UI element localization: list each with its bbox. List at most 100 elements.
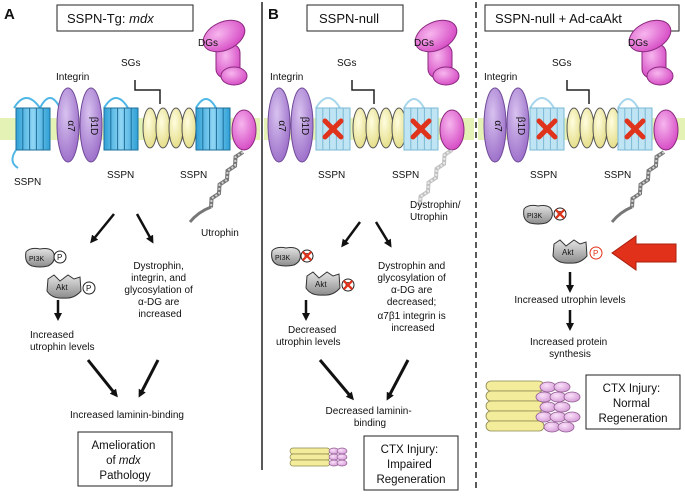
beta-dg-c: [653, 109, 679, 151]
sgs-c: [566, 107, 621, 149]
outcome-b-1: CTX Injury:: [381, 444, 439, 456]
outcome-a-italic: mdx: [119, 455, 142, 467]
bottom-a: Increased laminin-binding: [70, 410, 184, 421]
arrow-a-right: [135, 213, 154, 244]
outcome-b: CTX Injury: Impaired Regeneration: [376, 444, 445, 486]
sgs-pointer-b: [351, 80, 375, 104]
integrin-a7-label-c: α7: [492, 120, 503, 132]
dgs-label-b: DGs: [414, 38, 434, 49]
outcome-a-box: [77, 431, 173, 487]
sspn-loop-a1: [13, 97, 61, 110]
arrow-a-left: [90, 213, 115, 244]
arrow-b-left: [341, 221, 362, 248]
sspn-label-a-left: SSPN: [14, 177, 41, 188]
arrow-a-conv-left: [86, 359, 118, 398]
dystrophin-line-b: [414, 146, 454, 208]
sspn-loop-b1: [315, 97, 341, 109]
pi3k-label-a: PI3K: [29, 256, 45, 263]
sgs-label-b: SGs: [337, 58, 356, 69]
outcome-b-2: Impaired: [387, 459, 432, 471]
sspn-loop-b2: [403, 98, 425, 109]
sspn-a-mid: [103, 107, 139, 151]
panel-c: SSPN-null + Ad-caAkt α7 β1D Integrin SGs…: [478, 4, 685, 433]
pi3k-label-c: PI3K: [527, 213, 543, 220]
step-c-1: Increased utrophin levels: [514, 295, 625, 306]
sspn-loop-c1: [529, 97, 555, 109]
result-b-right: Dystrophin and glycosylation of α-DG are…: [377, 261, 448, 334]
result-b-right-6: increased: [391, 323, 434, 334]
dgs-b: [409, 13, 463, 86]
integrin-a7-label-a: α7: [65, 120, 76, 132]
result-b-right-2: glycosylation of: [377, 273, 446, 284]
arrow-a-conv-right: [138, 359, 160, 398]
result-a-left: Increased utrophin levels: [30, 330, 94, 353]
dystrophin-label-b-1: Dystrophin/: [410, 200, 461, 211]
dgs-label-a: DGs: [198, 38, 218, 49]
outcome-b-3: Regeneration: [376, 474, 445, 486]
red-activation-arrow: [611, 235, 677, 271]
result-a-left-1: Increased: [30, 330, 74, 341]
dystrophin-label-b: Dystrophin/ Utrophin: [410, 200, 463, 223]
phospho-a-akt-label: P: [86, 284, 91, 293]
sspn-label-a-right: SSPN: [180, 170, 207, 181]
utrophin-label-a: Utrophin: [201, 228, 239, 239]
panel-b-letter: B: [268, 6, 279, 23]
sspn-loop-a2: [103, 97, 129, 109]
integrin-b1d-c: [506, 87, 530, 163]
result-b-right-1: Dystrophin and: [378, 261, 445, 272]
phospho-a-pi3k-label: P: [57, 253, 62, 262]
phospho-a-pi3k: [53, 250, 67, 264]
outcome-a-1: Amelioration: [91, 440, 155, 452]
integrin-label-a: Integrin: [56, 72, 89, 83]
outcome-c-3: Regeneration: [598, 413, 667, 425]
phospho-c-akt: [589, 246, 603, 260]
panel-a-title-box: [56, 4, 194, 32]
arrow-b-conv-left: [318, 359, 354, 401]
utrophin-hook-a: [188, 205, 212, 223]
sspn-label-a-mid: SSPN: [107, 170, 134, 181]
result-b-left-1: Decreased: [288, 325, 336, 336]
panel-a: A SSPN-Tg: mdx α7 β1D Integrin SGs DGs: [0, 4, 260, 487]
pi3k-label-b: PI3K: [275, 255, 291, 262]
integrin-label-c: Integrin: [484, 72, 517, 83]
sspn-label-b-left: SSPN: [318, 170, 345, 181]
phospho-c-akt-label: P: [593, 249, 598, 258]
utrophin-hook-c: [610, 205, 633, 223]
result-b-left: Decreased utrophin levels: [276, 325, 340, 348]
sspn-label-b-right: SSPN: [392, 170, 419, 181]
bottom-b: Decreased laminin- binding: [326, 406, 415, 429]
panel-a-title-italic: mdx: [129, 11, 154, 26]
integrin-a7-a: [56, 87, 80, 163]
step-c-2-2: synthesis: [549, 349, 591, 360]
result-a-right-3: glycosylation of: [124, 285, 193, 296]
result-a-right-4: α-DG are: [138, 297, 180, 308]
outcome-c-2: Normal: [613, 398, 650, 410]
sgs-label-c: SGs: [552, 58, 571, 69]
panel-b-title: SSPN-null: [319, 11, 379, 26]
integrin-a7-c: [483, 87, 507, 163]
dystrophin-label-b-2: Utrophin: [410, 212, 448, 223]
panel-b-title-box: [306, 4, 404, 32]
outcome-a-3: Pathology: [99, 470, 150, 482]
akt-label-c: Akt: [562, 248, 574, 257]
result-a-right-2: integrin, and: [131, 273, 186, 284]
sspn-label-c-right: SSPN: [604, 170, 631, 181]
dgs-a: [197, 13, 251, 86]
beta-dg-a: [231, 109, 257, 151]
panel-a-letter: A: [4, 6, 15, 23]
sspn-loop-c2: [617, 98, 639, 109]
integrin-b1d-label-a: β1D: [88, 117, 99, 136]
panel-c-title: SSPN-null + Ad-caAkt: [495, 11, 622, 26]
sgs-pointer-c: [566, 80, 590, 104]
beta-dg-b: [439, 109, 465, 151]
integrin-b1d-b: [290, 87, 314, 163]
muscle-bundle-large-c: [485, 380, 581, 433]
bottom-b-2: binding: [354, 418, 386, 429]
sgs-pointer-a: [134, 80, 161, 104]
integrin-b1d-label-b: β1D: [299, 117, 310, 136]
sspn-a-right: [195, 107, 231, 151]
outcome-a-2: of: [106, 455, 119, 467]
integrin-label-b: Integrin: [270, 72, 303, 83]
result-a-right-1: Dystrophin,: [133, 261, 184, 272]
step-c-2-1: Increased protein: [530, 337, 607, 348]
